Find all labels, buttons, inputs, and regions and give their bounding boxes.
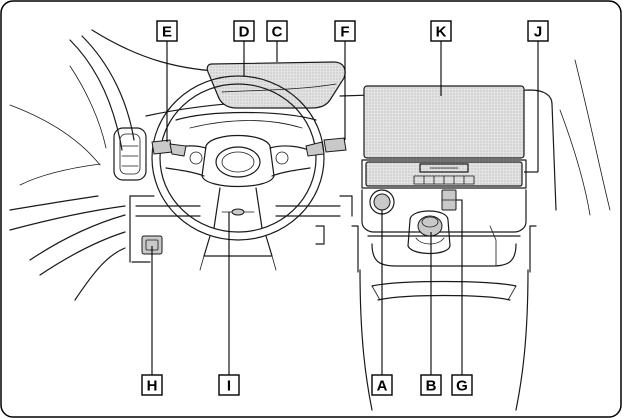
label-G: G bbox=[451, 374, 473, 396]
label-A: A bbox=[371, 374, 393, 396]
label-J: J bbox=[527, 20, 549, 42]
instrument-cluster bbox=[175, 111, 317, 129]
leader-lines bbox=[151, 40, 539, 375]
left-door-panel bbox=[9, 163, 126, 301]
svg-text:E: E bbox=[162, 24, 172, 41]
climate-control-panel bbox=[365, 161, 523, 187]
svg-text:C: C bbox=[272, 24, 283, 41]
label-F: F bbox=[334, 20, 356, 42]
left-lever-switch bbox=[151, 139, 187, 157]
center-console bbox=[351, 189, 537, 411]
label-C: C bbox=[266, 20, 288, 42]
svg-text:K: K bbox=[436, 24, 447, 41]
svg-text:G: G bbox=[456, 378, 468, 395]
lower-left-switch bbox=[141, 235, 163, 255]
steering-column bbox=[199, 235, 277, 271]
parking-switches bbox=[441, 189, 457, 211]
steering-wheel bbox=[151, 75, 325, 241]
label-E: E bbox=[156, 20, 178, 42]
label-K: K bbox=[430, 20, 452, 42]
label-I: I bbox=[218, 374, 240, 396]
left-air-vent bbox=[113, 127, 147, 181]
svg-text:F: F bbox=[340, 24, 349, 41]
shift-dial bbox=[407, 210, 451, 255]
lower-dashboard bbox=[129, 195, 353, 263]
svg-text:B: B bbox=[426, 378, 437, 395]
label-H: H bbox=[141, 374, 163, 396]
right-lever-switch bbox=[305, 137, 347, 157]
svg-text:H: H bbox=[147, 378, 158, 395]
center-display bbox=[361, 85, 527, 189]
svg-text:J: J bbox=[534, 24, 542, 41]
svg-text:I: I bbox=[227, 378, 231, 395]
label-D: D bbox=[233, 20, 255, 42]
label-B: B bbox=[420, 374, 442, 396]
svg-text:D: D bbox=[239, 24, 250, 41]
svg-text:A: A bbox=[377, 378, 388, 395]
